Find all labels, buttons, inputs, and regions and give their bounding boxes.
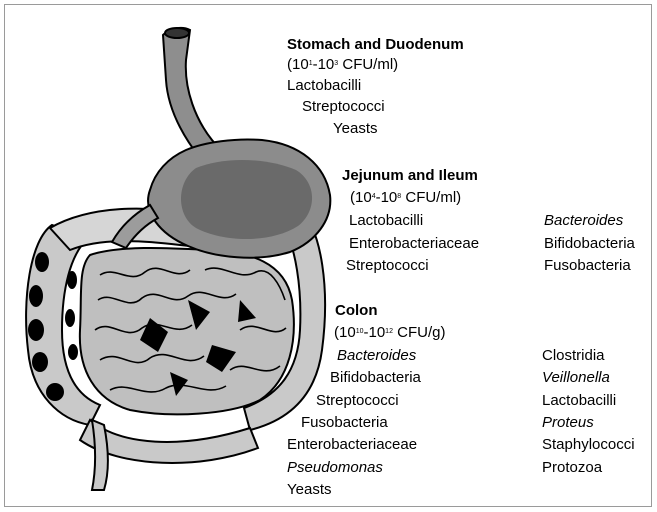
colon-organism: Bacteroides	[337, 347, 416, 364]
colon-heading: Colon	[335, 302, 378, 319]
stomach-heading: Stomach and Duodenum	[287, 36, 464, 53]
colon-organism: Proteus	[542, 414, 594, 431]
colon-organism: Bifidobacteria	[330, 369, 421, 386]
colon-organism: Streptococci	[316, 392, 399, 409]
jejunum-organism: Lactobacilli	[349, 212, 423, 229]
colon-organism: Staphylococci	[542, 436, 635, 453]
esophagus	[163, 28, 222, 158]
colon-organism: Fusobacteria	[301, 414, 388, 431]
stomach-organism: Yeasts	[333, 120, 377, 137]
colon-organism: Clostridia	[542, 347, 605, 364]
colon-organism: Pseudomonas	[287, 459, 383, 476]
colon-organism: Yeasts	[287, 481, 331, 498]
stomach-count: (101-103 CFU/ml)	[287, 56, 398, 73]
rectum	[92, 420, 108, 490]
stomach-organism: Streptococci	[302, 98, 385, 115]
jejunum-organism: Bacteroides	[544, 212, 623, 229]
jejunum-organism: Enterobacteriaceae	[349, 235, 479, 252]
stomach-organism: Lactobacilli	[287, 77, 361, 94]
stomach-inner	[181, 160, 312, 239]
jejunum-count: (104-108 CFU/ml)	[350, 189, 461, 206]
colon-count: (1010-1012 CFU/g)	[334, 324, 445, 341]
esophagus-opening	[165, 28, 189, 38]
colon-organism: Veillonella	[542, 369, 610, 386]
jejunum-organism: Bifidobacteria	[544, 235, 635, 252]
colon-organism: Enterobacteriaceae	[287, 436, 417, 453]
colon-organism: Lactobacilli	[542, 392, 616, 409]
jejunum-organism: Streptococci	[346, 257, 429, 274]
jejunum-organism: Fusobacteria	[544, 257, 631, 274]
jejunum-heading: Jejunum and Ileum	[342, 167, 478, 184]
colon-organism: Protozoa	[542, 459, 602, 476]
